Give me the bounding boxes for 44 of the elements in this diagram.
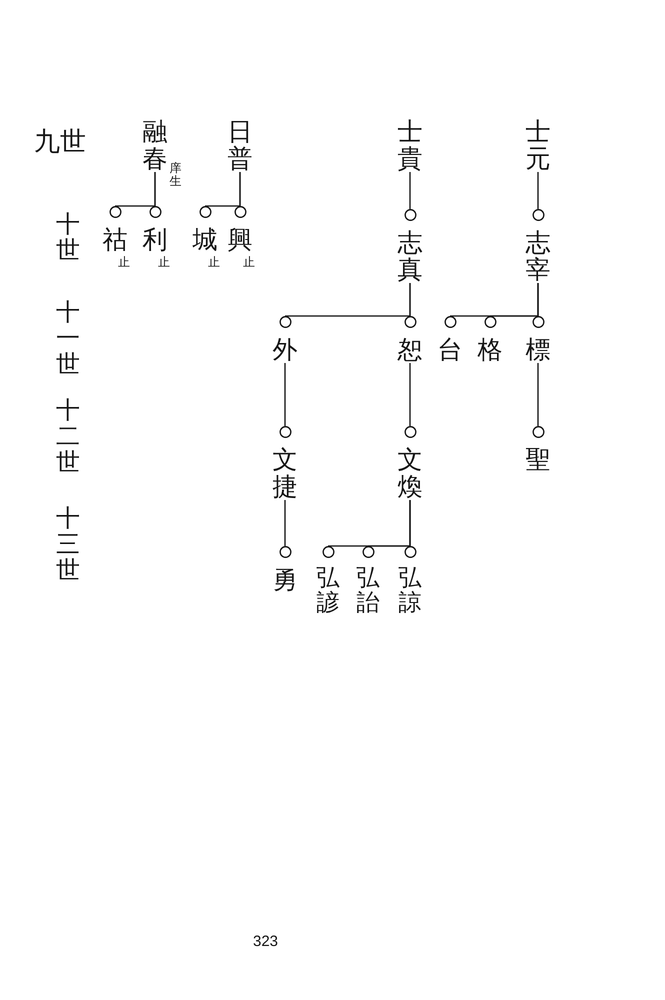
person-name: 聖 [526, 446, 550, 473]
generation-label: 十三世 [56, 506, 80, 584]
person-name: 弘詒 [356, 566, 380, 616]
person-name: 台 [438, 336, 462, 363]
generation-label: 十世 [56, 212, 80, 264]
lineage-line [409, 363, 411, 426]
lineage-line [284, 363, 286, 426]
person-name: 士貴 [398, 118, 422, 172]
person-name: 祜 [102, 226, 128, 253]
note-text: 止 [243, 256, 255, 269]
person-name: 文捷 [272, 446, 298, 500]
person-name: 弘諒 [398, 566, 422, 616]
person-name: 恕 [398, 336, 422, 363]
generation-label: 十一世 [56, 300, 80, 378]
person-name: 城 [192, 226, 218, 253]
person-name: 格 [478, 336, 502, 363]
person-name: 標 [526, 336, 550, 363]
lineage-line [537, 172, 539, 209]
person-name: 弘諺 [316, 566, 340, 616]
lineage-line [205, 172, 241, 207]
person-name: 勇 [272, 566, 298, 593]
person-name: 興 [228, 226, 252, 253]
note-text: 止 [158, 256, 170, 269]
lineage-line [284, 500, 286, 546]
lineage-line [450, 283, 539, 317]
note-text: 止 [118, 256, 130, 269]
generation-label: 九世 [34, 126, 86, 159]
lineage-line [409, 172, 411, 209]
lineage-line [115, 172, 156, 207]
page-number: 323 [253, 933, 278, 950]
person-name: 外 [272, 336, 298, 363]
lineage-line [537, 363, 539, 426]
person-name: 融春 [142, 118, 168, 172]
generation-label: 十二世 [56, 398, 80, 476]
person-name: 士元 [526, 118, 550, 172]
lineage-line [328, 500, 411, 547]
person-name: 利 [142, 226, 168, 253]
person-name: 文煥 [398, 446, 422, 500]
person-name: 志真 [398, 229, 422, 283]
note-text: 庠生 [170, 162, 182, 188]
note-text: 止 [208, 256, 220, 269]
person-name: 日普 [228, 118, 252, 172]
person-name: 志宰 [526, 229, 550, 283]
lineage-line [285, 283, 411, 317]
